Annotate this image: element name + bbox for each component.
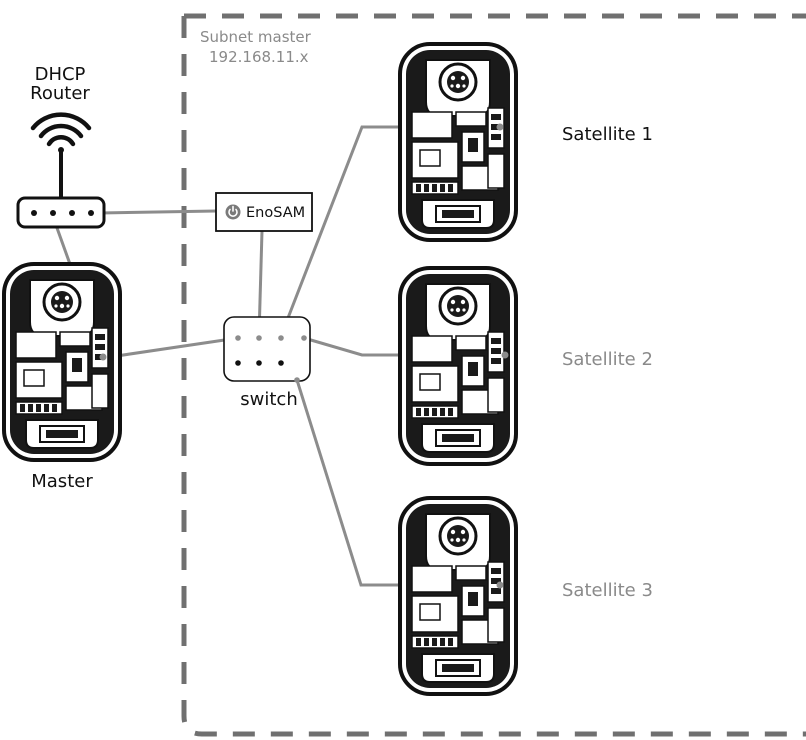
cable-master-switch [102, 336, 239, 360]
satellite-1-wallbox [398, 42, 518, 242]
master-wallbox: Master [2, 262, 122, 492]
router-label-line2: Router [30, 83, 90, 104]
satellite-2-label: Satellite 2 [562, 349, 653, 370]
subnet-ip: 192.168.11.x [209, 48, 309, 66]
subnet-boundary [181, 13, 806, 737]
wifi-icon [30, 112, 92, 153]
subnet-title: Subnet master [200, 28, 312, 46]
satellite-3-wallbox [398, 496, 518, 696]
satellite-2-wallbox [398, 266, 518, 466]
satellite-1-label: Satellite 1 [562, 124, 653, 145]
power-icon [225, 204, 241, 220]
master-label: Master [31, 471, 93, 492]
network-switch: switch [223, 316, 311, 410]
satellite-3-label: Satellite 3 [562, 580, 653, 601]
enosam-module: EnoSAM [215, 192, 313, 232]
cable-router-enosam [99, 209, 217, 215]
router-label-line1: DHCP [35, 64, 86, 85]
dhcp-router: DHCP Router [16, 64, 106, 229]
switch-label: switch [240, 389, 297, 410]
router-box [16, 196, 106, 229]
enosam-label: EnoSAM [246, 205, 305, 221]
